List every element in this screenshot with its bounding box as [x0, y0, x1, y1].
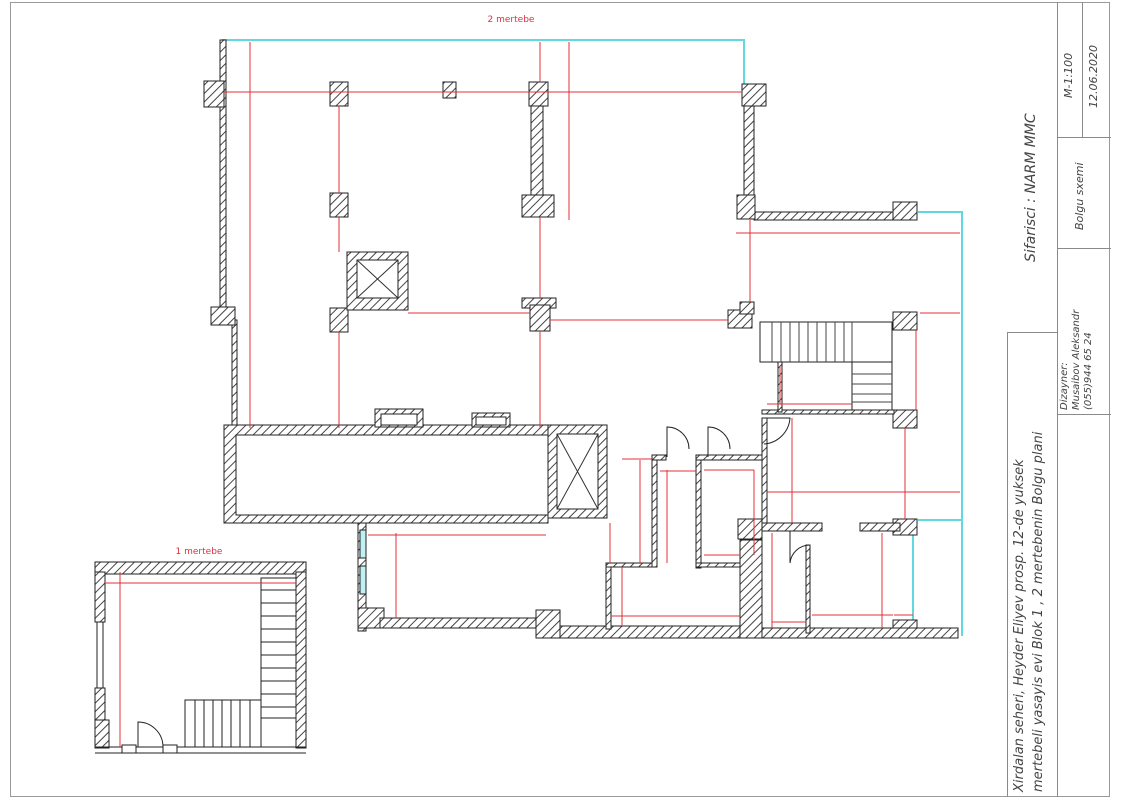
central-core [223, 408, 608, 524]
sheet-frame [10, 2, 1110, 797]
doors [666, 417, 811, 564]
divider [1057, 2, 1058, 797]
floor-1-label: 1 mertebe [176, 547, 223, 557]
designer-info: Dizayner: Musaibov Aleksandr (055)944 65… [1059, 309, 1094, 410]
title-block: Xirdalan seheri, Heyder Eliyev prosp. 12… [1007, 2, 1111, 797]
lower-walls [357, 359, 959, 639]
divider [1007, 332, 1008, 797]
floor-1-plan: 1 mertebe [94, 547, 307, 754]
sheet-name: Bolgu sxemi [1073, 162, 1086, 230]
date: 12.06.2020 [1087, 45, 1100, 108]
window [359, 529, 367, 559]
elevator-shaft-1 [346, 251, 409, 311]
scale: M-1:100 [1062, 52, 1075, 98]
divider [1007, 332, 1057, 333]
staircase [759, 321, 893, 411]
divider [1057, 248, 1111, 249]
glazing-lines [222, 39, 963, 636]
floor-2-plan: 2 mertebe [203, 15, 963, 639]
dimension-lines [224, 42, 960, 628]
project-address: Xirdalan seheri, Heyder Eliyev prosp. 12… [1012, 431, 1046, 792]
divider [1057, 414, 1111, 415]
dimension-lines-floor-1 [105, 572, 296, 747]
client-name: Sifarisci : NARM MMC [1023, 113, 1039, 262]
divider [1082, 2, 1083, 137]
divider [1057, 137, 1111, 138]
floor-2-label: 2 mertebe [488, 15, 535, 25]
window [359, 565, 367, 595]
staircase-floor-1 [137, 577, 297, 748]
